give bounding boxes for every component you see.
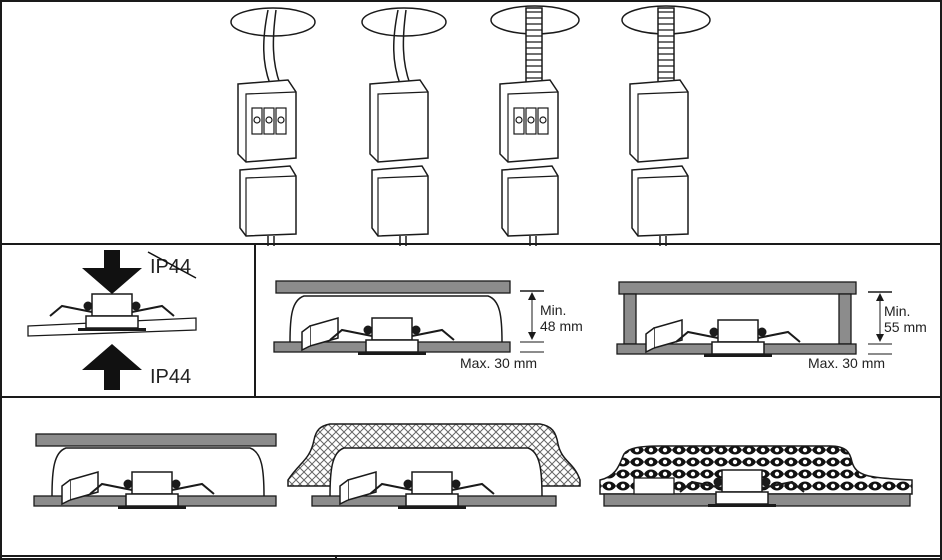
insulation-variant-direct [599, 445, 913, 508]
arrow-down-icon [82, 250, 142, 294]
ip-rating-panel: IP44 IP44 [27, 250, 197, 390]
ip-bottom-label: IP44 [150, 366, 191, 388]
clearance-diagram-b: Min. 55 mm Max. 30 mm [616, 281, 927, 371]
wiring-variant-4 [621, 5, 711, 247]
insulation-variant-none [33, 433, 277, 510]
wiring-variant-3 [490, 5, 580, 247]
min-b-value: 55 mm [884, 319, 927, 335]
ip-crossed-label: IP44 [150, 256, 191, 278]
min-b-label: Min. [884, 303, 910, 319]
min-a-label: Min. [540, 302, 566, 318]
wiring-variant-2 [361, 7, 447, 247]
max-b-label: Max. 30 mm [808, 355, 885, 371]
clearance-diagram-a: Min. 48 mm Max. 30 mm [273, 280, 583, 371]
insulation-variant-covered [287, 423, 581, 510]
arrow-up-icon [82, 344, 142, 390]
wiring-variant-1 [230, 7, 316, 247]
cross-out-line [147, 251, 197, 279]
min-a-value: 48 mm [540, 318, 583, 334]
max-a-label: Max. 30 mm [460, 355, 537, 371]
